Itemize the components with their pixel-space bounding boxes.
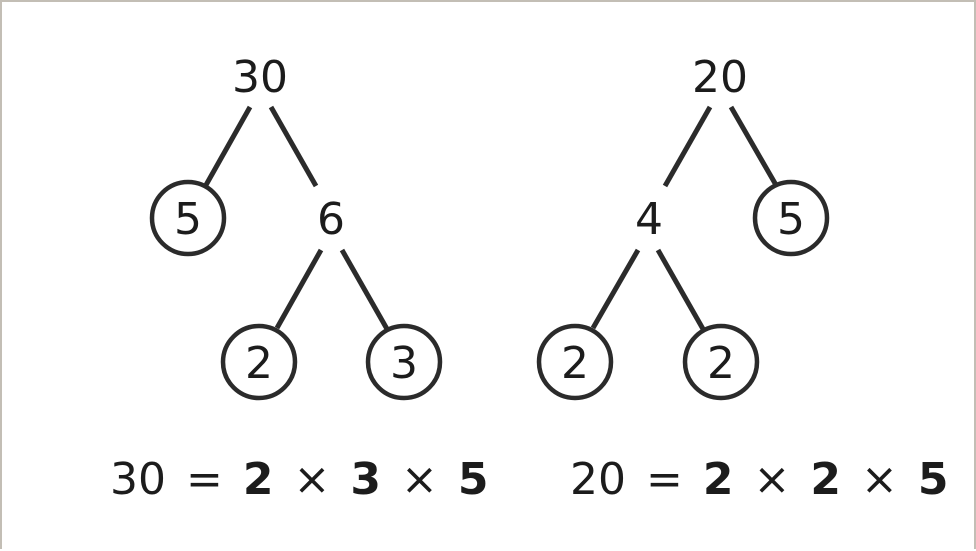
equation-20-factor-3: 5 bbox=[917, 454, 949, 505]
tree1-left-prime-circle bbox=[149, 179, 227, 257]
equals-sign: = bbox=[646, 454, 683, 505]
tree1-root-node: 30 bbox=[232, 52, 288, 103]
tree2-edge-root-left bbox=[662, 105, 713, 188]
times-sign: × bbox=[401, 454, 438, 505]
equation-30-number: 30 bbox=[110, 454, 166, 505]
tree2-left-right-node: 2 bbox=[707, 338, 735, 389]
tree1-right-right-node: 3 bbox=[390, 338, 418, 389]
tree1-right-node: 6 bbox=[317, 194, 345, 245]
times-sign: × bbox=[293, 454, 331, 505]
tree2-left-left-prime-circle bbox=[536, 323, 614, 401]
tree2-right-node: 5 bbox=[777, 194, 805, 245]
tree1-edge-right-left bbox=[274, 248, 324, 330]
tree2-root-node: 20 bbox=[692, 52, 748, 103]
equation-30-factor-3: 5 bbox=[457, 454, 489, 505]
times-sign: × bbox=[861, 454, 898, 505]
tree2-left-left-node: 2 bbox=[561, 338, 589, 389]
times-sign: × bbox=[753, 454, 791, 505]
factor-tree-20: 20 4 5 2 2 bbox=[536, 52, 830, 401]
tree2-edge-root-right bbox=[728, 105, 779, 187]
equation-30: 30 = 2 × 3 × 5 bbox=[110, 452, 489, 508]
tree1-right-right-prime-circle bbox=[365, 323, 443, 401]
equation-20-number: 20 bbox=[570, 454, 626, 505]
tree2-left-node: 4 bbox=[635, 194, 663, 245]
tree2-left-right-prime-circle bbox=[682, 323, 760, 401]
equation-20-factor-2: 2 bbox=[810, 454, 841, 505]
tree1-right-left-node: 2 bbox=[245, 338, 273, 389]
tree1-edge-root-right bbox=[268, 105, 319, 188]
equation-20-factor-1: 2 bbox=[702, 454, 734, 505]
tree1-edge-root-left bbox=[203, 105, 253, 187]
equation-30-factor-2: 3 bbox=[350, 454, 381, 505]
factor-tree-30: 30 5 6 2 3 bbox=[149, 52, 443, 401]
tree1-left-node: 5 bbox=[174, 194, 202, 245]
tree1-right-left-prime-circle bbox=[220, 323, 298, 401]
equation-20: 20 = 2 × 2 × 5 bbox=[570, 452, 949, 508]
tree2-right-prime-circle bbox=[752, 179, 830, 257]
tree2-edge-left-left bbox=[590, 248, 641, 330]
tree2-edge-left-right bbox=[655, 248, 706, 331]
tree1-edge-right-right bbox=[339, 248, 390, 331]
equals-sign: = bbox=[186, 454, 223, 505]
equation-30-factor-1: 2 bbox=[242, 454, 274, 505]
